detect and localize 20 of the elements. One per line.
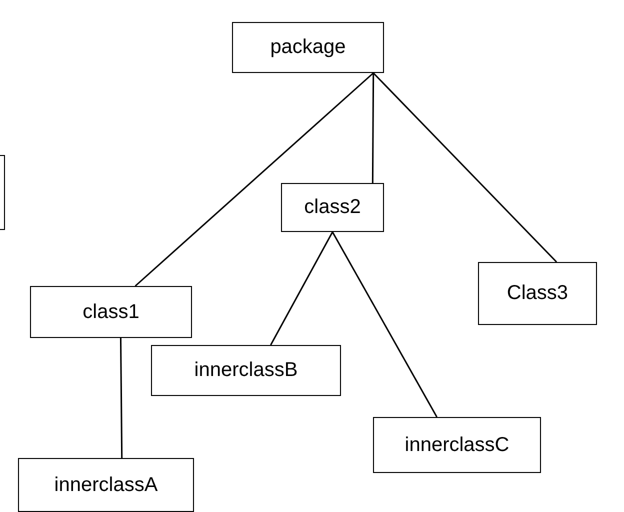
class-name: package	[270, 36, 346, 59]
class-name: class2	[304, 196, 361, 219]
class-name: innerclassA	[54, 474, 158, 496]
class-name: innerclassC	[404, 434, 510, 456]
class-box	[478, 262, 597, 325]
class-box	[281, 183, 384, 232]
class-box	[30, 286, 192, 338]
connector-line	[332, 232, 438, 418]
class-name: innerclassB	[194, 359, 298, 382]
connector-line	[372, 73, 374, 183]
class-name: class1	[82, 300, 140, 324]
class-box	[232, 22, 384, 73]
class-box	[373, 417, 541, 473]
connector-line	[120, 338, 123, 458]
class-box	[18, 458, 194, 512]
connector-line	[372, 72, 558, 263]
connector-line	[270, 232, 334, 346]
class-box	[151, 345, 341, 396]
connector-line	[134, 72, 374, 287]
class-name: Class3	[506, 282, 568, 305]
